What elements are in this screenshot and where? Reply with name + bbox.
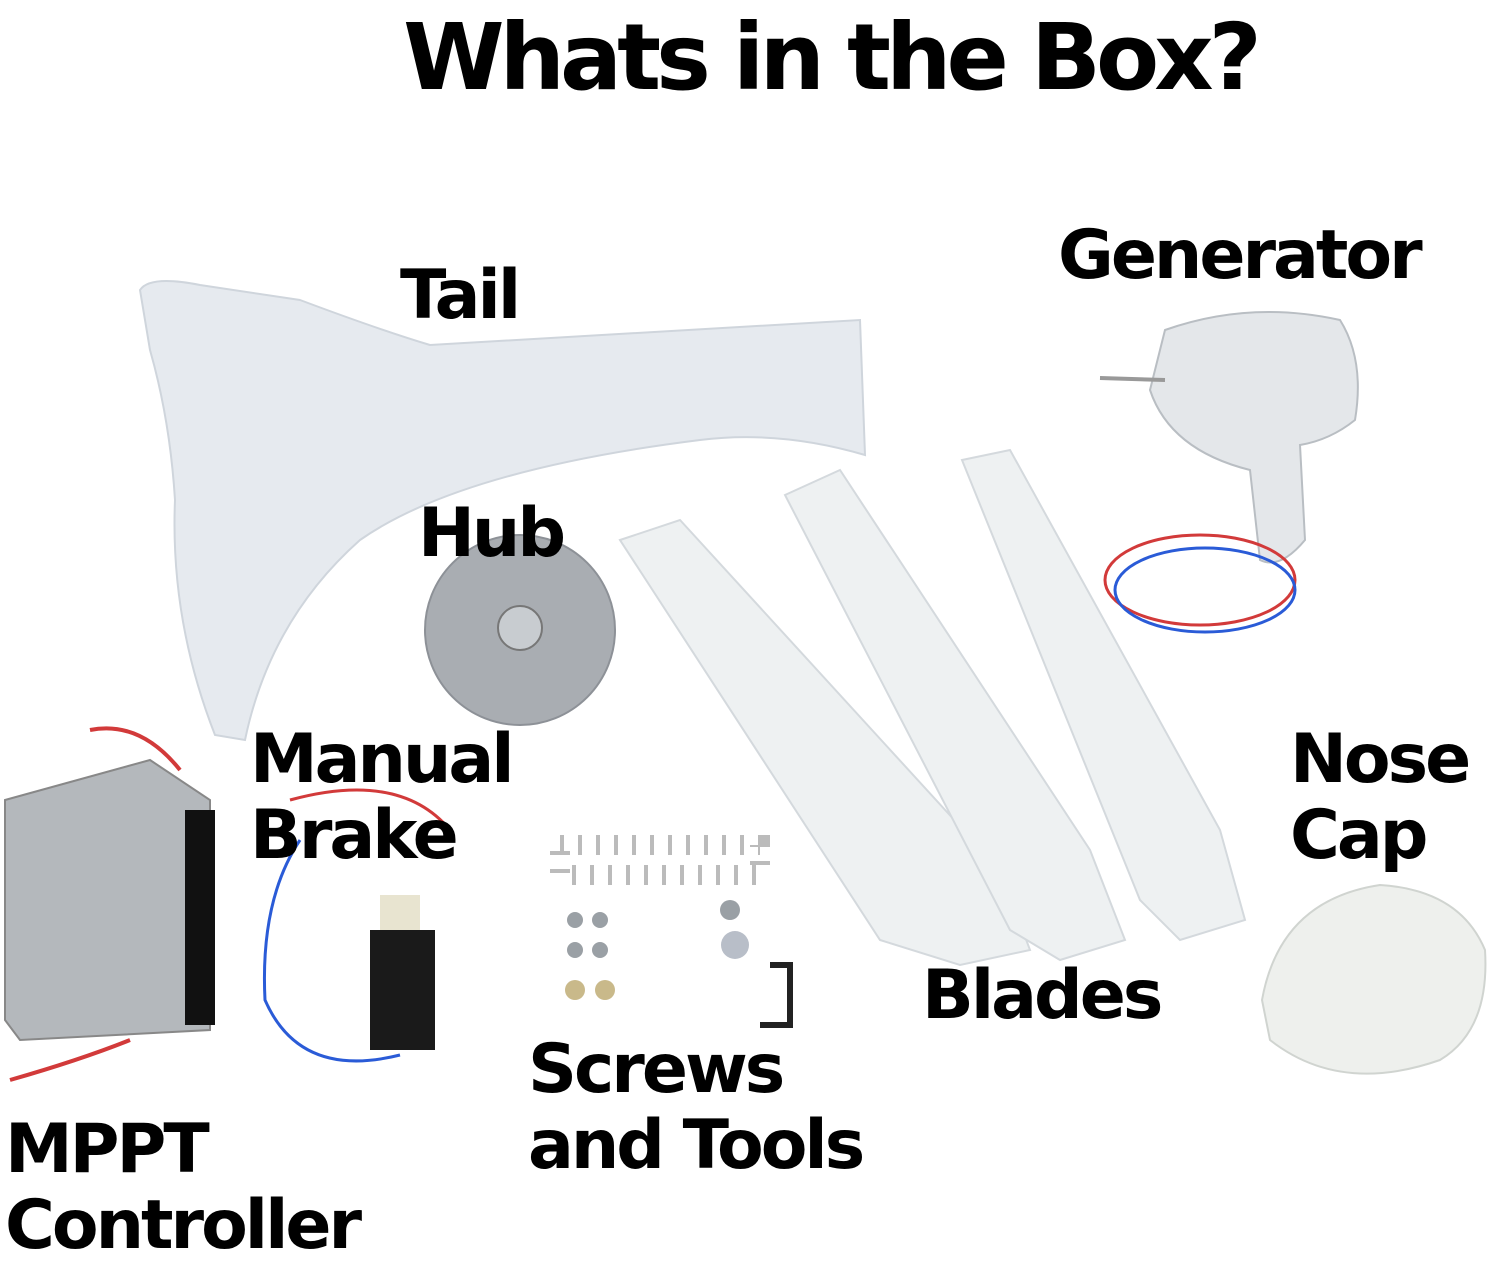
label-tail: Tail <box>400 256 521 335</box>
tail-part <box>138 280 867 742</box>
label-screws-and-tools: Screws and Tools <box>528 1030 865 1185</box>
label-nose-cap: Nose Cap <box>1290 720 1471 875</box>
mppt-controller-part <box>4 726 215 1082</box>
label-mppt-controller: MPPT Controller <box>5 1110 362 1265</box>
label-manual-brake: Manual Brake <box>250 720 515 875</box>
screws-tools-part <box>550 835 793 1028</box>
page-title: Whats in the Box? <box>403 4 1262 111</box>
blades-part <box>618 448 1247 967</box>
hub-part <box>424 534 616 726</box>
nose-cap-part <box>1260 883 1487 1075</box>
manual-brake-part <box>262 788 452 1063</box>
label-generator: Generator <box>1058 216 1423 295</box>
label-hub: Hub <box>418 494 566 573</box>
generator-part <box>1099 311 1359 634</box>
label-blades: Blades <box>922 956 1163 1035</box>
